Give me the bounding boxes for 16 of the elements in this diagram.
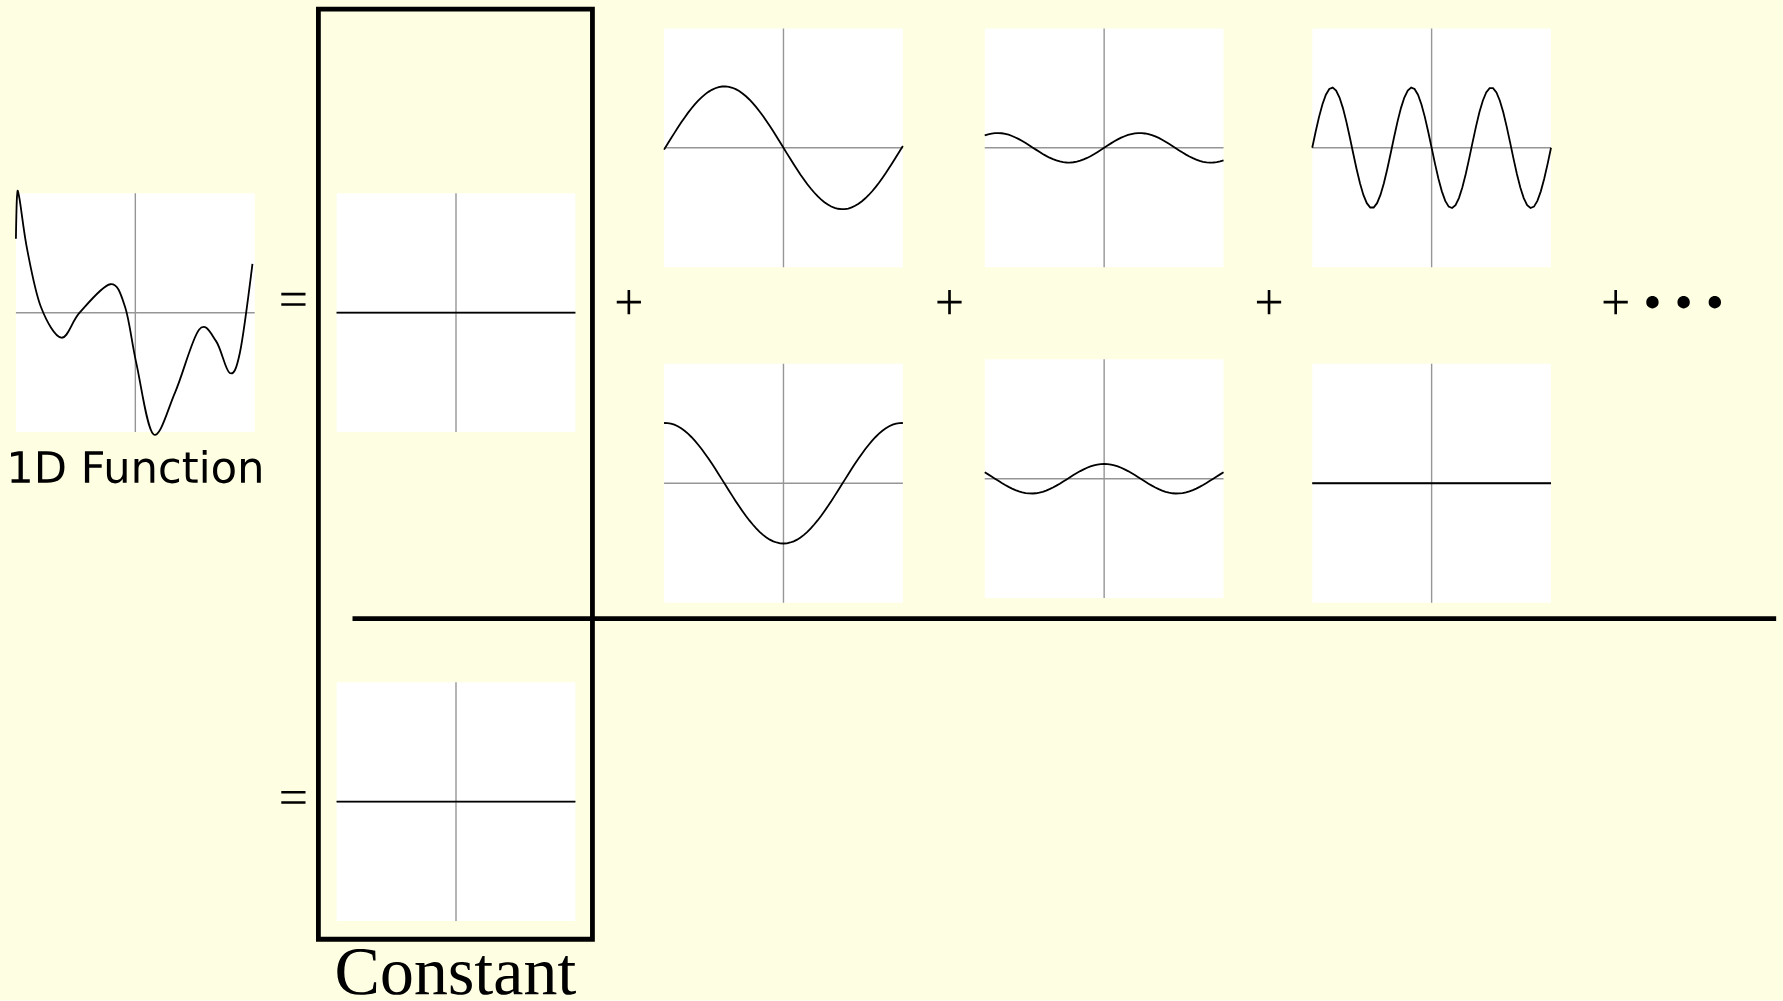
plot-caption: 1D Function (11, 450, 261, 484)
operator-symbol: + (1256, 290, 1282, 315)
waveform-plot (983, 27, 1225, 269)
waveform-plot (335, 192, 577, 433)
operator-symbol: + (937, 290, 962, 315)
node-label: Constant (337, 949, 576, 996)
constant-box: Constant (316, 6, 595, 995)
operator-symbol: + (616, 290, 641, 315)
waveform-plot (1311, 27, 1552, 269)
waveform-plot (983, 358, 1225, 599)
waveform-plot (663, 27, 904, 269)
waveform-plot (663, 363, 904, 604)
waveform-plot (1311, 363, 1552, 604)
operator-symbol: = (281, 293, 306, 306)
waveform-plot (335, 681, 577, 922)
operator-symbol: + • • • (1603, 290, 1721, 315)
